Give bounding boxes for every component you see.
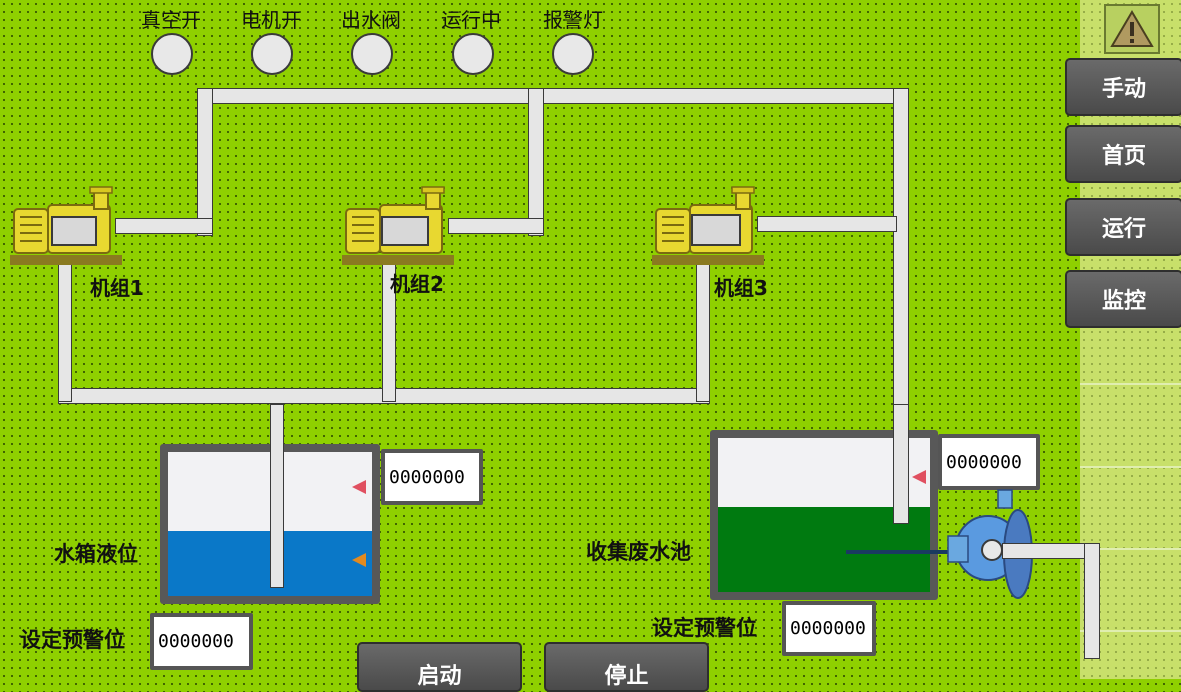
run-button[interactable]: 运行 bbox=[1065, 198, 1181, 256]
water-tank-setpoint-label: 设定预警位 bbox=[20, 628, 125, 652]
pool-suction-line bbox=[846, 550, 956, 554]
indicator-label-vacuum: 真空开 bbox=[141, 8, 201, 32]
running-indicator-lamp bbox=[452, 33, 494, 75]
water-tank-level-display: 0000000 bbox=[381, 449, 483, 505]
drain-pump-icon[interactable] bbox=[942, 488, 1038, 608]
stop-button[interactable]: 停止 bbox=[544, 642, 709, 692]
pipe-drain-down bbox=[1084, 543, 1100, 659]
pump-label-1: 机组1 bbox=[90, 276, 144, 300]
waste-pool-level-display: 0000000 bbox=[938, 434, 1040, 490]
sidebar-divider bbox=[1080, 383, 1181, 385]
pump-unit-1[interactable] bbox=[10, 185, 122, 271]
monitor-button[interactable]: 监控 bbox=[1065, 270, 1181, 328]
indicator-label-motor: 电机开 bbox=[241, 8, 301, 32]
home-button[interactable]: 首页 bbox=[1065, 125, 1181, 183]
pipe-suction-3 bbox=[696, 258, 710, 402]
alarm-indicator-lamp bbox=[552, 33, 594, 75]
waste-pool-setpoint-input[interactable]: 0000000 bbox=[782, 601, 876, 656]
outlet-valve-indicator-lamp bbox=[351, 33, 393, 75]
pump-label-3: 机组3 bbox=[714, 276, 768, 300]
tank-alarm-marker bbox=[352, 480, 366, 494]
pump-unit-2[interactable] bbox=[342, 185, 454, 271]
top-header-pipe bbox=[197, 88, 909, 104]
water-tank-label: 水箱液位 bbox=[54, 542, 138, 566]
indicator-label-running: 运行中 bbox=[441, 8, 501, 32]
water-tank-setpoint-input[interactable]: 0000000 bbox=[150, 613, 253, 670]
vacuum-indicator-lamp bbox=[151, 33, 193, 75]
pump-unit-3[interactable] bbox=[652, 185, 764, 271]
pipe-riser-2 bbox=[528, 88, 544, 236]
manual-button[interactable]: 手动 bbox=[1065, 58, 1181, 116]
tank-low-marker bbox=[352, 553, 366, 567]
indicator-label-alarm: 报警灯 bbox=[543, 8, 603, 32]
sidebar-divider bbox=[1080, 466, 1181, 468]
pipe-outlet-1 bbox=[115, 218, 213, 234]
pipe-tank-intake bbox=[270, 404, 284, 588]
warning-icon[interactable] bbox=[1104, 4, 1160, 54]
pipe-suction-1 bbox=[58, 255, 72, 402]
pipe-outlet-3 bbox=[757, 216, 897, 232]
pipe-pool-inlet bbox=[893, 404, 909, 524]
sidebar-divider bbox=[1080, 548, 1181, 550]
waste-pool-label: 收集废水池 bbox=[586, 540, 691, 564]
pump-label-2: 机组2 bbox=[390, 272, 444, 296]
sidebar-divider bbox=[1080, 630, 1181, 632]
waste-pool-setpoint-label: 设定预警位 bbox=[652, 616, 757, 640]
motor-indicator-lamp bbox=[251, 33, 293, 75]
pipe-outlet-2 bbox=[448, 218, 544, 234]
pipe-riser-1 bbox=[197, 88, 213, 236]
indicator-label-outlet-valve: 出水阀 bbox=[341, 8, 401, 32]
pool-alarm-marker bbox=[912, 470, 926, 484]
start-button[interactable]: 启动 bbox=[357, 642, 522, 692]
